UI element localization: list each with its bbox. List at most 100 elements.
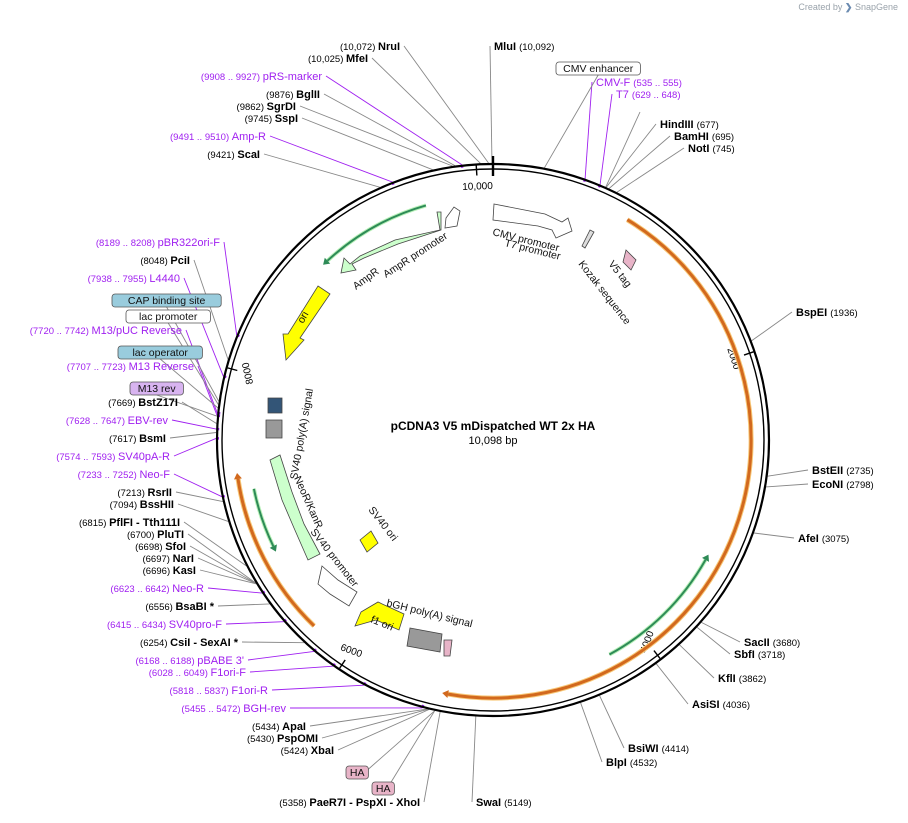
primer-range: (535 .. 555)	[633, 78, 682, 89]
enzyme-label-mlui: MluI (10,092)	[494, 41, 554, 53]
ruler-tick	[339, 659, 346, 669]
primer-name: SV40pA-R	[118, 451, 170, 463]
enzyme-coord: (6697)	[142, 554, 172, 565]
enzyme-coord: (2798)	[846, 480, 873, 491]
primer-name: Neo-R	[172, 583, 204, 595]
leader-mlui	[489, 45, 493, 164]
enzyme-name: PciI	[170, 255, 190, 267]
amp-strand-arc	[326, 204, 427, 262]
enzyme-label-bsiwi: BsiWI (4414)	[628, 743, 689, 755]
leader-pbr322ori-f	[223, 241, 238, 336]
enzyme-name: EcoNI	[812, 479, 846, 491]
leader-scai	[263, 153, 380, 188]
enzyme-coord: (3680)	[773, 638, 800, 649]
feature-label-sv40-poly-a-signal: SV40 poly(A) signal	[288, 388, 316, 481]
enzyme-label-bsabi: (6556) BsaBI *	[145, 601, 214, 613]
enzyme-name: RsrII	[148, 487, 172, 499]
enzyme-label-hindiii: HindIII (677)	[660, 119, 719, 131]
brand-name: SnapGene	[854, 2, 898, 12]
primer-range: (6623 .. 6642)	[110, 584, 172, 595]
primer-name: pRS-marker	[263, 71, 323, 83]
enzyme-label-blpi: BlpI (4532)	[606, 757, 657, 769]
v5-tag-shape	[622, 249, 637, 271]
primer-name: SV40pro-F	[169, 619, 222, 631]
enzyme-coord: (5424)	[281, 746, 311, 757]
snapgene-logo-icon: ❯	[844, 2, 853, 12]
enzyme-coord: (5434)	[252, 722, 282, 733]
enzyme-coord: (9876)	[266, 90, 296, 101]
enzyme-label-sspi: (9745) SspI	[245, 113, 298, 125]
box-label-ha: HA	[376, 783, 391, 795]
box-label-cap-binding-site: CAP binding site	[128, 295, 206, 307]
box-lac-promoter	[125, 309, 211, 324]
sv40-polya-box	[265, 419, 283, 439]
enzyme-name: BsaBI *	[175, 601, 214, 613]
created-by-text: Created by	[798, 2, 843, 12]
enzyme-coord: (3075)	[822, 534, 849, 545]
enzyme-coord: (745)	[712, 144, 734, 155]
enzyme-coord: (6254)	[140, 638, 170, 649]
leader-box-m13-rev	[156, 394, 218, 417]
enzyme-coord: (3718)	[758, 650, 785, 661]
primer-name: pBR322ori-F	[158, 237, 221, 249]
enzyme-coord: (2735)	[846, 466, 873, 477]
box-lac-operator	[117, 345, 203, 360]
primer-label-f1ori-r: (5818 .. 5837) F1ori-R	[170, 685, 269, 697]
lac-elements-box	[267, 397, 283, 414]
enzyme-label-kasi: (6696) KasI	[143, 565, 196, 577]
enzyme-name: KasI	[173, 565, 196, 577]
ruler-tick-label: 8000	[241, 361, 256, 385]
primer-name: L4440	[149, 273, 180, 285]
leader-paer7i-pspxi-xhoi	[423, 711, 441, 803]
leader-ebv-rev	[171, 419, 217, 430]
enzyme-coord: (8048)	[140, 256, 170, 267]
enzyme-coord: (4414)	[662, 744, 689, 755]
enzyme-coord: (5358)	[279, 798, 309, 809]
leader-bspei	[751, 311, 793, 342]
box-cmv-enhancer	[555, 61, 641, 76]
enzyme-coord: (10,025)	[308, 54, 346, 65]
leader-bsabi	[217, 603, 270, 607]
box-ha	[371, 781, 395, 796]
orf-arrowhead	[234, 473, 242, 480]
primer-label-t7: T7 (629 .. 648)	[616, 89, 681, 101]
neor-kanr-arrow	[269, 454, 321, 561]
enzyme-coord: (7213)	[117, 488, 147, 499]
primer-name: F1ori-F	[211, 667, 247, 679]
leader-sspi	[301, 117, 433, 171]
primer-name: BGH-rev	[243, 703, 286, 715]
primer-label-neo-r: (6623 .. 6642) Neo-R	[110, 583, 204, 595]
enzyme-label-rsrii: (7213) RsrII	[117, 487, 172, 499]
primer-name: F1ori-R	[231, 685, 268, 697]
enzyme-name: XbaI	[311, 745, 334, 757]
leader-amp-r	[269, 135, 393, 183]
enzyme-name: NotI	[688, 143, 712, 155]
enzyme-coord: (5149)	[504, 798, 531, 809]
enzyme-name: BlpI	[606, 757, 630, 769]
orf-arrowhead	[442, 690, 449, 699]
leader-mfei	[371, 57, 481, 164]
primer-label-bgh-rev: (5455 .. 5472) BGH-rev	[181, 703, 286, 715]
primer-range: (7233 .. 7252)	[78, 470, 140, 481]
enzyme-label-csii-sexai: (6254) CsiI - SexAI *	[140, 637, 239, 649]
enzyme-name: BstZ17I	[138, 397, 178, 409]
enzyme-coord: (7617)	[109, 434, 139, 445]
enzyme-name: SbfI	[734, 649, 758, 661]
feature-label-ori: ori	[295, 309, 311, 325]
leader-box-lac-operator	[159, 358, 219, 409]
enzyme-coord: (6556)	[145, 602, 175, 613]
leader-afei	[753, 532, 795, 539]
primer-range: (7938 .. 7955)	[88, 274, 150, 285]
bgh-polya-box	[406, 627, 443, 653]
box-label-ha: HA	[350, 767, 365, 779]
enzyme-name: AfeI	[798, 533, 822, 545]
leader-bsmi	[169, 432, 217, 439]
leader-bglii	[323, 93, 456, 166]
enzyme-name: AsiSI	[692, 699, 723, 711]
site-labels: (10,072) NruI(10,025) MfeI(9908 .. 9927)…	[30, 41, 874, 809]
enzyme-name: BsmI	[139, 433, 166, 445]
enzyme-label-sfoi: (6698) SfoI	[135, 541, 186, 553]
leader-neo-r	[207, 587, 263, 594]
enzyme-label-bsshii: (7094) BssHII	[110, 499, 174, 511]
